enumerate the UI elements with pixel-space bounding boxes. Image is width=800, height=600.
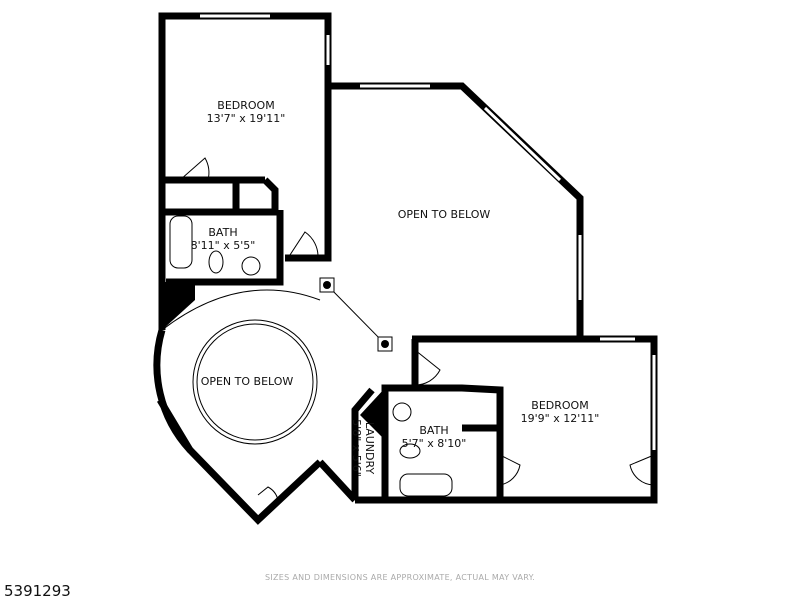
column-icon <box>381 340 389 348</box>
room-name: OPEN TO BELOW <box>201 375 294 388</box>
bathtub-icon <box>169 215 193 269</box>
windows <box>200 14 656 450</box>
room-name: BATH <box>208 226 237 239</box>
doors <box>179 157 655 501</box>
listing-id: 5391293 <box>4 582 71 600</box>
sink-icon <box>392 402 412 422</box>
wall-fill <box>360 388 385 440</box>
toilet-icon <box>399 443 421 459</box>
wall-fill <box>160 282 195 330</box>
column-icon <box>323 281 331 289</box>
room-name: BATH <box>419 424 448 437</box>
room-dims: 8'11" x 5'5" <box>191 239 256 252</box>
room-dims: 13'7" x 19'11" <box>207 112 286 125</box>
stair-treads <box>161 289 321 331</box>
stair-outer-wall <box>153 329 193 453</box>
room-name: LAUNDRY <box>363 422 376 475</box>
room-name: BEDROOM <box>217 99 274 112</box>
toilet-icon <box>208 250 224 274</box>
room-name: BEDROOM <box>531 399 588 412</box>
stair-well-rail <box>192 319 318 445</box>
bathtub-icon <box>399 473 453 497</box>
disclaimer: SIZES AND DIMENSIONS ARE APPROXIMATE, AC… <box>264 573 536 582</box>
sink-icon <box>241 256 261 276</box>
room-dims: 19'9" x 12'11" <box>521 412 600 425</box>
room-dims: 5'8" x 5'6" <box>350 419 363 477</box>
fixtures <box>169 215 453 497</box>
room-dims: 5'7" x 8'10" <box>402 437 467 450</box>
room-name: OPEN TO BELOW <box>398 208 491 221</box>
railing <box>326 284 386 345</box>
stair-well <box>196 323 314 441</box>
